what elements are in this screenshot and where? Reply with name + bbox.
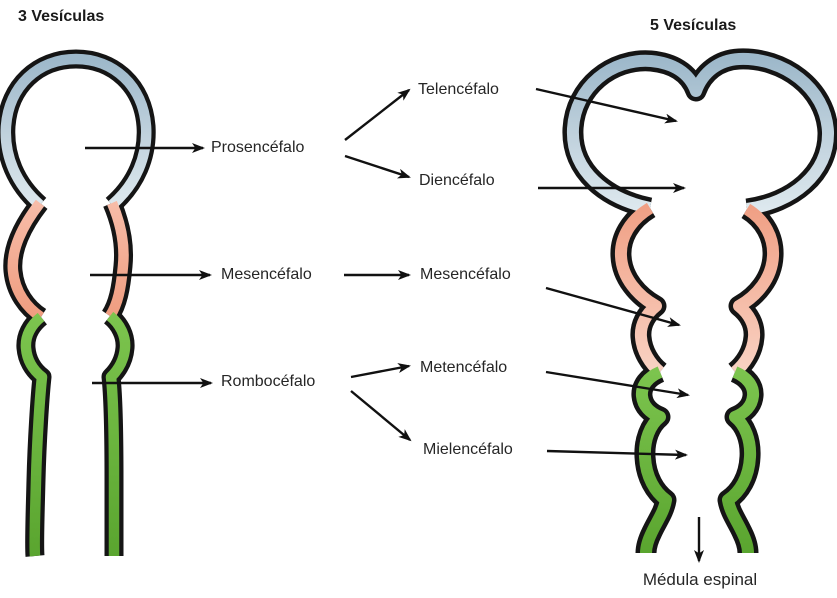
label-diencefalo: Diencéfalo (419, 172, 495, 189)
label-telencefalo: Telencéfalo (418, 81, 499, 98)
label-mesencefalo-stage5: Mesencéfalo (420, 266, 511, 283)
label-metencefalo: Metencéfalo (420, 359, 508, 376)
arrow-mesencefalo-to-figure (545, 286, 681, 327)
arrow-prosencefalo-to-diencefalo (344, 154, 411, 179)
label-medula-espinal: Médula espinal (642, 570, 758, 589)
arrow-mielencefalo-to-figure (546, 449, 688, 460)
arrow-metencefalo-to-figure (545, 370, 690, 399)
label-mesencefalo-stage3: Mesencéfalo (221, 266, 312, 283)
arrow-rombocefalo-to-metencefalo (350, 363, 411, 379)
arrow-rombocefalo-to-mielencefalo (350, 390, 412, 442)
label-mielencefalo: Mielencéfalo (423, 441, 513, 458)
arrow-telencefalo-to-figure (535, 87, 678, 124)
forebrain-vesicle-band (6, 59, 146, 205)
title-5-vesiculas: 5 Vesículas (650, 17, 737, 34)
title-3-vesiculas: 3 Vesículas (18, 8, 105, 25)
three-vesicle-figure (6, 59, 146, 556)
label-rombocefalo: Rombocéfalo (221, 373, 316, 390)
arrow-prosencefalo-to-telencefalo (344, 88, 411, 141)
arrows (85, 87, 704, 563)
label-prosencefalo: Prosencéfalo (211, 139, 305, 156)
